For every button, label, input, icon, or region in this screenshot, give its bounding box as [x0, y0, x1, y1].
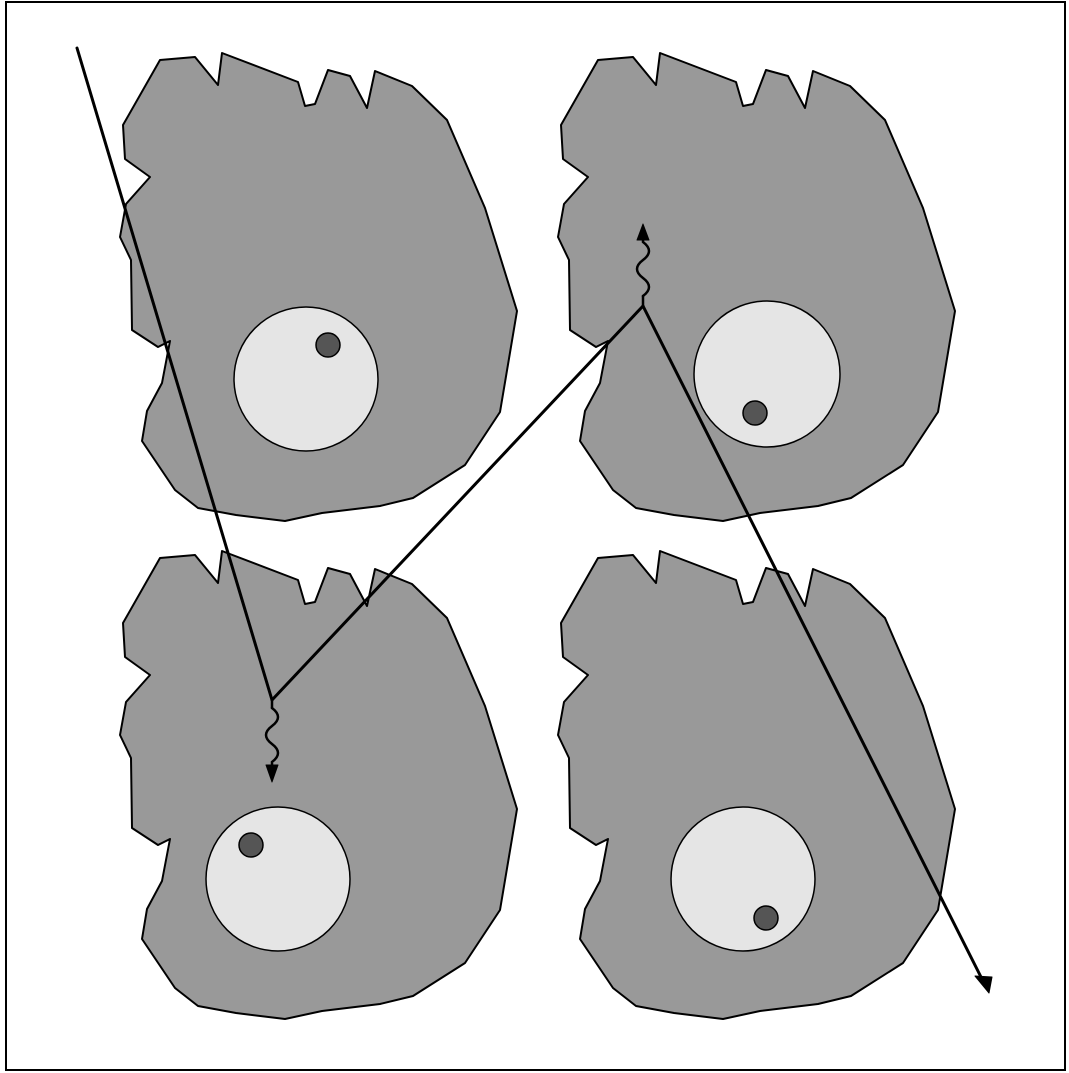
- nucleolus: [743, 401, 767, 425]
- nucleolus: [754, 906, 778, 930]
- nucleus: [694, 301, 840, 447]
- nucleus: [234, 307, 378, 451]
- nucleolus: [316, 333, 340, 357]
- nucleus: [206, 807, 350, 951]
- nucleus: [671, 807, 815, 951]
- nucleolus: [239, 833, 263, 857]
